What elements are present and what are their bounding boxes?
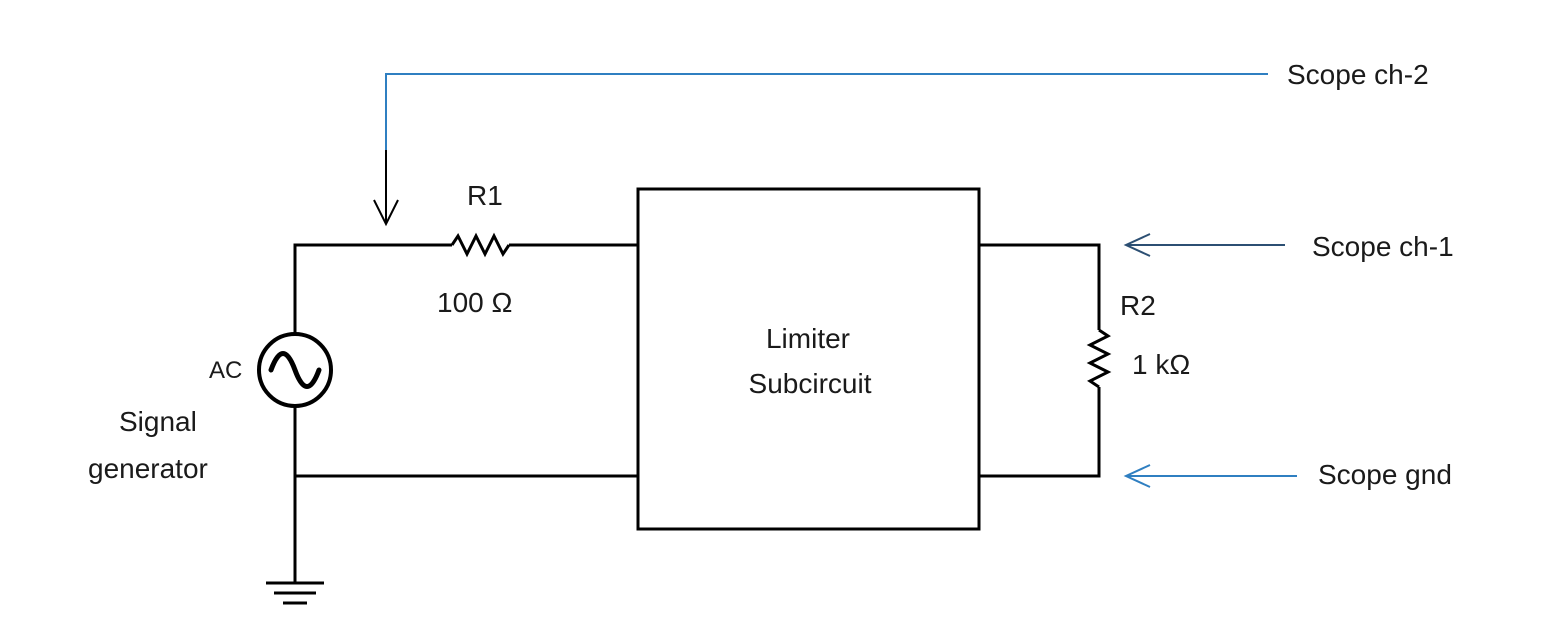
source-type: AC	[209, 357, 242, 384]
scope-ch1-label: Scope ch-1	[1312, 231, 1454, 262]
probe-ch1	[1123, 233, 1285, 257]
probe-gnd	[1123, 464, 1297, 488]
source-name-line1: Signal	[119, 406, 197, 437]
ground-icon	[266, 581, 324, 605]
wire-top-left	[293, 243, 452, 337]
r2-name: R2	[1120, 290, 1156, 321]
source-name-line2: generator	[88, 453, 208, 484]
r1-value: 100 Ω	[437, 287, 512, 318]
ac-source-icon	[257, 332, 333, 408]
wire-top-right	[979, 243, 1101, 330]
limiter-block	[636, 187, 981, 531]
block-line1: Limiter	[766, 323, 850, 354]
resistor-icon	[450, 232, 511, 258]
block-line2: Subcircuit	[749, 368, 872, 399]
scope-ch2-label: Scope ch-2	[1287, 59, 1429, 90]
resistor-icon	[1086, 328, 1112, 389]
r2-value: 1 kΩ	[1132, 349, 1190, 380]
scope-gnd-label: Scope gnd	[1318, 459, 1452, 490]
wire-bottom-right	[979, 387, 1101, 478]
r1-name: R1	[467, 180, 503, 211]
probe-ch2	[373, 73, 1268, 227]
